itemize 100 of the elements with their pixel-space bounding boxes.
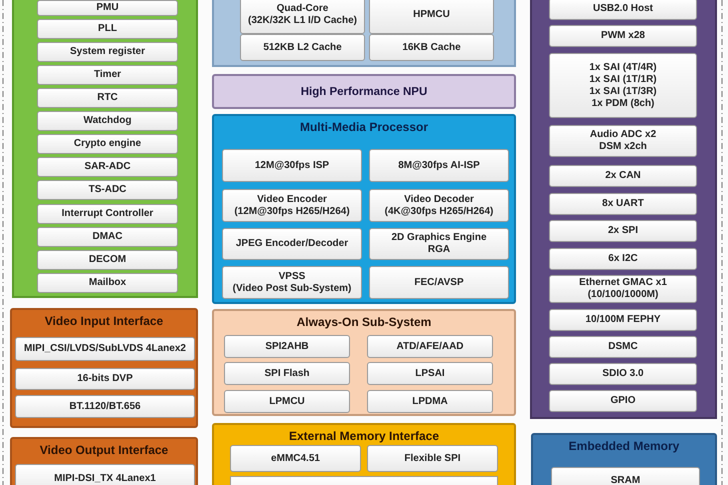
block-box [549,193,697,215]
block-label: SAR-ADC [84,161,131,173]
block-label: 6x I2C [608,253,638,265]
block-label: Mailbox [88,277,126,289]
panel-title: Embedded Memory [568,439,680,453]
block-label: 10/100M FEPHY [585,314,661,326]
block-box [367,335,493,358]
block-box [367,362,493,385]
block-label: HPMCU [413,9,450,21]
block-label: VPSS (Video Post Sub-System) [232,270,352,294]
block-label: Quad-Core (32K/32K L1 I/D Cache) [248,3,357,27]
block-box [222,266,362,299]
panel-title: Always-On Sub-System [296,315,432,329]
group-panel [531,433,717,485]
block-box [212,74,516,109]
block-label: FEC/AVSP [414,276,464,288]
block-box [549,0,697,20]
block-label: DMAC [92,231,122,243]
block-box [367,445,498,472]
block-label: SRAM [610,475,640,485]
block-box [15,395,195,418]
group-panel [212,423,516,485]
block-label: System register [70,46,146,58]
block-label: SPI Flash [264,368,310,380]
block-box [369,0,494,34]
block-label: Video Decoder (4K@30fps H265/H264) [384,194,494,218]
block-box [240,34,365,61]
block-box [369,266,509,299]
block-label: BT.1120/BT.656 [69,400,141,412]
block-box [222,189,362,222]
panel-title: External Memory Interface [288,429,440,443]
panel-title: Video Output Interface [40,443,168,457]
block-label: ATD/AFE/AAD [396,340,464,352]
block-box [549,165,697,187]
block-label: GPIO [610,395,636,407]
block-label: Flexible SPI [404,452,461,464]
block-box [224,362,350,385]
group-panel [530,0,717,419]
block-box [224,335,350,358]
block-label: LPDMA [412,396,448,408]
block-box [37,180,178,200]
block-label: 12M@30fps ISP [254,160,330,172]
block-label: MIPI-DSI_TX 4Lanex1 [54,473,156,485]
group-panel [212,114,516,304]
block-box [549,275,697,303]
block-box [222,149,362,182]
block-label: Timer [94,69,122,81]
block-box [549,53,697,118]
block-label: LPSAI [415,368,445,380]
block-box [367,390,493,413]
block-box [37,88,178,108]
block-box [369,228,509,260]
block-label: 2x CAN [605,170,641,182]
block-label: Crypto engine [74,138,142,150]
block-label: Interrupt Controller [62,208,154,220]
block-box [15,337,195,361]
block-box [549,125,697,157]
block-label: 2D Graphics Engine RGA [391,232,487,256]
block-label: 1x SAI (4T/4R) 1x SAI (1T/1R) 1x SAI (1T/3R) 1x PDM (8ch) [589,62,657,110]
block-box [549,363,697,385]
block-label: Video Encoder (12M@30fps H265/H264) [234,194,350,218]
block-box [37,65,178,85]
block-box [37,157,178,177]
block-label: 8M@30fps AI-ISP [398,160,480,172]
block-box [549,220,697,242]
block-label: MIPI_CSI/LVDS/SubLVDS 4Lanex2 [24,343,186,355]
block-box [15,464,195,485]
block-box [369,149,509,182]
block-box [37,42,178,62]
block-label: SDIO 3.0 [602,368,644,380]
block-label: 8x UART [602,198,644,210]
block-label: Audio ADC x2 DSM x2ch [590,129,656,153]
block-label: eMMC4.51 [271,452,320,464]
block-box [37,273,178,293]
block-label: USB2.0 Host [592,3,653,15]
block-box [549,390,697,412]
block-box [15,368,195,390]
block-box [224,390,350,413]
block-label: LPMCU [269,396,305,408]
group-panel [10,308,198,428]
block-box [37,0,178,16]
group-panel [212,0,516,67]
block-box [549,309,697,331]
block-label: 16KB Cache [402,42,461,54]
block-box [549,25,697,47]
block-box [37,250,178,270]
block-box [222,228,362,260]
block-label: High Performance NPU [300,86,428,98]
block-box [549,336,697,358]
panel-title: Video Input Interface [44,314,164,328]
block-label: SPI2AHB [265,340,309,352]
group-panel [10,437,198,485]
block-label: PMU [96,2,119,14]
block-box [37,204,178,224]
group-panel [212,309,516,416]
block-label: 2x SPI [608,225,638,237]
block-box [37,19,178,39]
block-box [37,134,178,154]
block-label: DECOM [88,254,126,266]
block-label: DSMC [608,341,638,353]
